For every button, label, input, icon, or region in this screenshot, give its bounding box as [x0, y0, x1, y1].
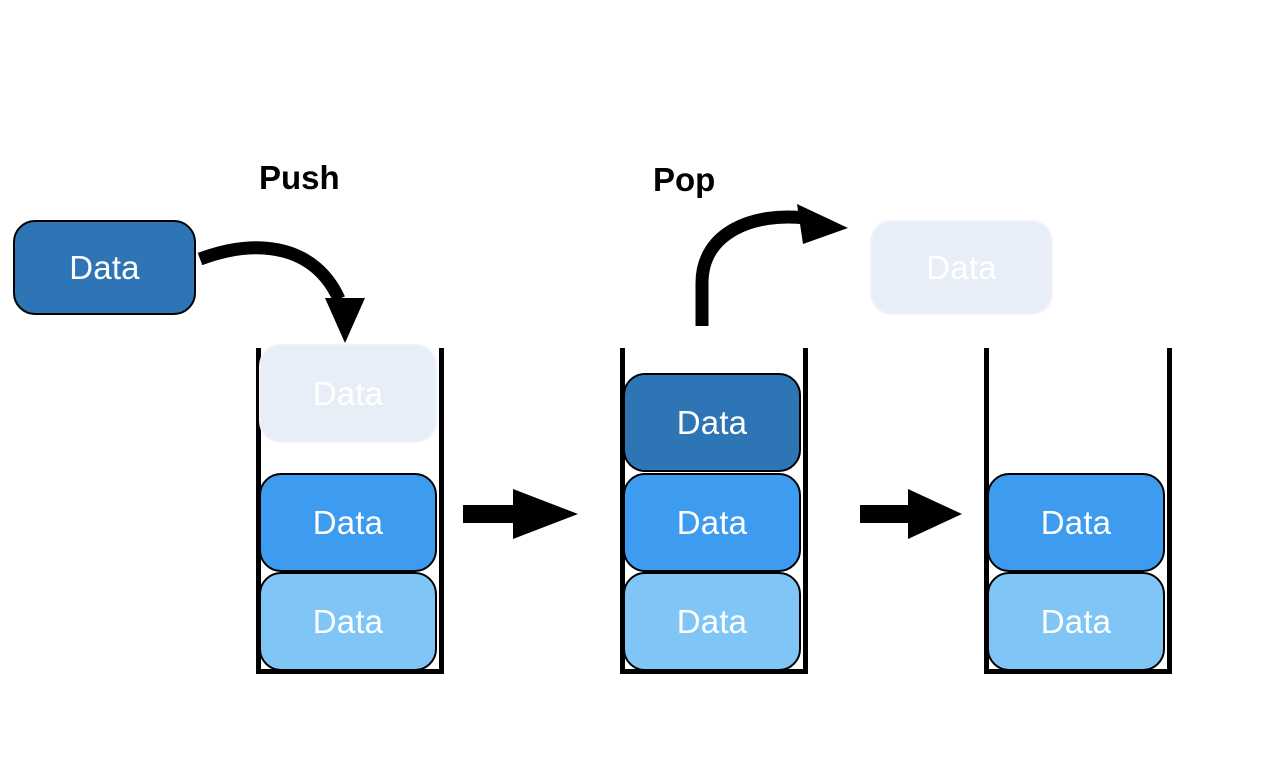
stack3-slot-bottom[interactable]: Data — [987, 572, 1165, 671]
stack2-slot-bottom-label: Data — [676, 603, 748, 640]
push-label: Push — [259, 159, 340, 196]
pop-curved-arrow — [695, 204, 848, 326]
stack3-slot-middle-label: Data — [1040, 504, 1112, 541]
outgoing-data-label: Data — [926, 249, 997, 286]
stack-right-wall — [803, 348, 808, 674]
stack2-slot-bottom[interactable]: Data — [623, 572, 801, 671]
stack3-slot-middle[interactable]: Data — [987, 473, 1165, 572]
stack2-slot-middle-label: Data — [676, 504, 748, 541]
stack-bottom-wall — [256, 669, 444, 674]
stack-after-push — [620, 348, 808, 674]
push-curved-arrow — [197, 241, 365, 343]
stack2-slot-top-label: Data — [676, 404, 748, 441]
stack1-slot-bottom[interactable]: Data — [259, 572, 437, 671]
stack-left-wall — [620, 348, 625, 674]
stack-right-wall — [439, 348, 444, 674]
stack-left-wall — [256, 348, 261, 674]
stack-bottom-wall — [620, 669, 808, 674]
stack-left-wall — [984, 348, 989, 674]
stack1-slot-middle-label: Data — [312, 504, 384, 541]
pop-transition-arrow — [860, 489, 962, 539]
stack1-slot-bottom-label: Data — [312, 603, 384, 640]
stack1-slot-middle[interactable]: Data — [259, 473, 437, 572]
stack1-slot-top-label: Data — [312, 375, 384, 412]
stack2-slot-middle[interactable]: Data — [623, 473, 801, 572]
incoming-data-label: Data — [69, 249, 140, 286]
incoming-data-box[interactable]: Data — [13, 220, 196, 315]
stack-after-pop — [984, 348, 1172, 674]
pop-label: Pop — [653, 161, 716, 198]
stack2-slot-top[interactable]: Data — [623, 373, 801, 472]
stack1-slot-top[interactable]: Data — [259, 344, 437, 443]
stack-right-wall — [1167, 348, 1172, 674]
push-transition-arrow — [463, 489, 578, 539]
stack3-slot-bottom-label: Data — [1040, 603, 1112, 640]
outgoing-data-box[interactable]: Data — [870, 220, 1053, 315]
stack-bottom-wall — [984, 669, 1172, 674]
stack3-slot-top-empty — [987, 373, 1165, 472]
stack-before-push — [256, 348, 444, 674]
